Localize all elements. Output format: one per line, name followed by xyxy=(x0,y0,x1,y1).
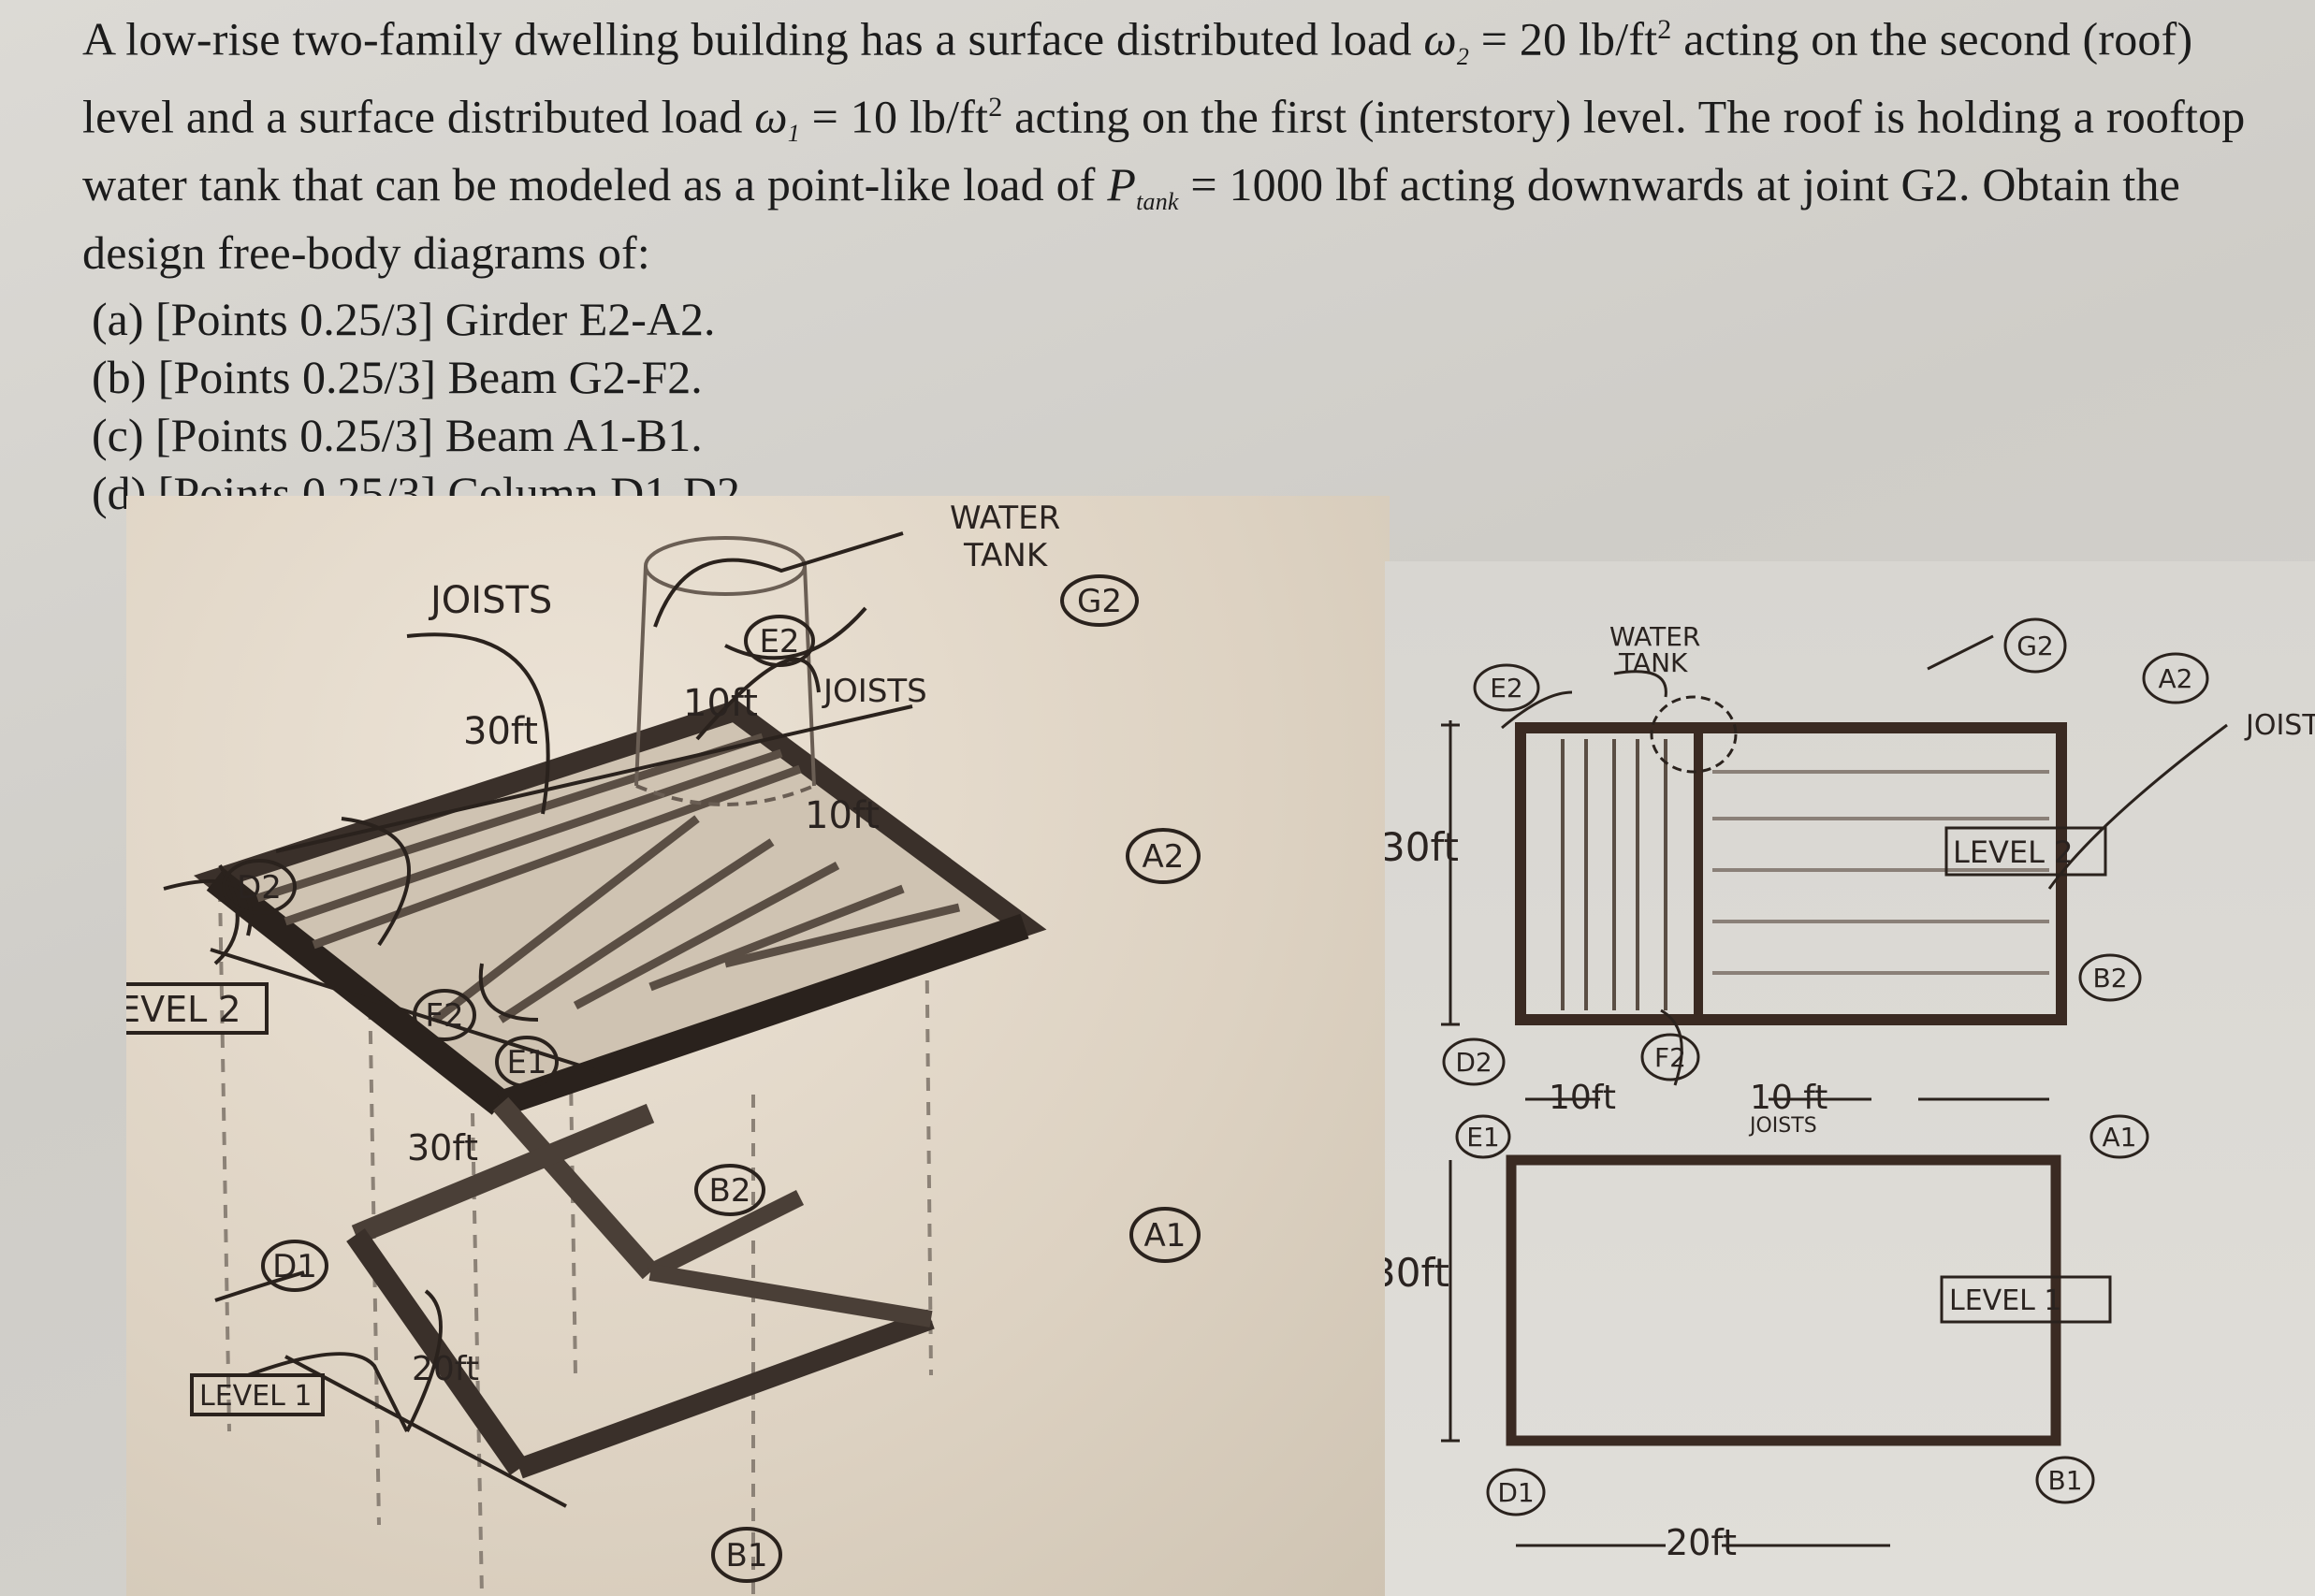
plan-node-a2: A2 xyxy=(2142,652,2209,704)
w2-subscript: 2 xyxy=(1456,42,1470,70)
plan-label-20ft: 20ft xyxy=(1666,1522,1737,1563)
plan-sketch: WATER TANK JOISTS JOISTS 30ft 30ft 10ft … xyxy=(1385,617,2315,1563)
svg-text:E1: E1 xyxy=(506,1044,546,1081)
w2-exponent: 2 xyxy=(1657,14,1672,45)
plan-node-d1: D1 xyxy=(1486,1468,1546,1516)
svg-text:A1: A1 xyxy=(2103,1122,2137,1153)
plan-label-tank: TANK xyxy=(1618,647,1688,678)
isometric-sketch: JOISTS 30ft 10ft WATER TANK JOISTS 10ft … xyxy=(126,500,1201,1596)
svg-text:D2: D2 xyxy=(1455,1047,1492,1078)
plan-node-d2: D2 xyxy=(1442,1037,1506,1086)
iso-label-30ft-mid: 30ft xyxy=(407,1127,478,1168)
iso-water-tank xyxy=(634,536,816,806)
intro-part-1: A low-rise two-family dwelling building … xyxy=(82,12,1424,65)
plan-dimensions xyxy=(1441,634,2228,1547)
svg-text:B2: B2 xyxy=(2092,963,2127,994)
plan-node-b2: B2 xyxy=(2078,953,2142,1002)
iso-node-a1: A1 xyxy=(1129,1207,1201,1263)
plan-node-e1: E1 xyxy=(1455,1114,1511,1159)
plan-joists-left xyxy=(1561,739,1667,1010)
svg-text:E2: E2 xyxy=(1490,673,1523,704)
svg-text:A2: A2 xyxy=(1143,838,1185,876)
iso-node-g2: G2 xyxy=(1060,574,1139,627)
w1-symbol: ω xyxy=(754,90,788,143)
plan-node-f2: F2 xyxy=(1640,1033,1700,1081)
intro-part-3: acting on the first (interstory) level. … xyxy=(82,90,2246,211)
iso-node-b2: B2 xyxy=(694,1164,765,1216)
iso-leaders xyxy=(163,531,913,1508)
plan-label-30ft-top: 30ft xyxy=(1385,824,1459,870)
iso-node-f2: F2 xyxy=(413,989,476,1041)
plan-joists-right xyxy=(1712,770,2049,975)
plan-level1-box: LEVEL 1 xyxy=(1940,1275,2112,1324)
svg-text:F2: F2 xyxy=(425,997,463,1035)
plan-label-level1: LEVEL 1 xyxy=(1949,1284,2061,1317)
svg-text:B2: B2 xyxy=(709,1172,751,1210)
plan-level1-frame xyxy=(1506,1154,2061,1446)
iso-label-tank: TANK xyxy=(963,537,1049,574)
plan-label-joists-bottom: JOISTS xyxy=(1748,1114,1817,1138)
isometric-sketch-photo: JOISTS 30ft 10ft WATER TANK JOISTS 10ft … xyxy=(126,496,1390,1596)
problem-intro: A low-rise two-family dwelling building … xyxy=(82,0,2263,283)
plan-level2-box: LEVEL 2 xyxy=(1944,826,2107,877)
iso-level1-box: LEVEL 1 xyxy=(190,1373,325,1416)
iso-node-a2: A2 xyxy=(1126,828,1201,884)
plan-water-tank xyxy=(1650,695,1738,774)
svg-text:F2: F2 xyxy=(1654,1042,1686,1073)
problem-statement: A low-rise two-family dwelling building … xyxy=(82,0,2263,522)
iso-label-water: WATER xyxy=(950,500,1060,537)
iso-node-d1: D1 xyxy=(261,1240,328,1292)
svg-text:B1: B1 xyxy=(2047,1465,2082,1496)
plan-label-water: WATER xyxy=(1609,621,1700,652)
iso-label-10ft-right: 10ft xyxy=(805,794,880,837)
iso-label-joists-top: JOISTS xyxy=(428,579,552,622)
w2-symbol: ω xyxy=(1423,12,1457,65)
svg-text:A2: A2 xyxy=(2159,663,2193,694)
w1-subscript: 1 xyxy=(787,120,800,148)
svg-text:D1: D1 xyxy=(1497,1477,1534,1508)
svg-text:B1: B1 xyxy=(726,1537,768,1574)
plan-label-10ft-left: 10ft xyxy=(1549,1079,1616,1117)
iso-node-d2: D2 xyxy=(222,859,297,915)
intro-part-2: acting on the second (roof) level and a … xyxy=(82,12,2193,143)
p-subscript: tank xyxy=(1136,188,1179,216)
w1-value: = 10 lb/ft xyxy=(799,90,989,143)
svg-text:G2: G2 xyxy=(1077,583,1122,620)
iso-node-e1: E1 xyxy=(495,1036,559,1088)
svg-text:D2: D2 xyxy=(237,869,282,907)
p-symbol: P xyxy=(1107,158,1137,211)
iso-label-level1: LEVEL 1 xyxy=(199,1380,312,1413)
iso-node-e2: E2 xyxy=(744,615,815,667)
question-parts: (a) [Points 0.25/3] Girder E2-A2. (b) [P… xyxy=(92,290,2263,522)
w1-exponent: 2 xyxy=(988,91,1003,123)
iso-label-20ft: 20ft xyxy=(412,1350,479,1388)
p-value: = 1000 lbf xyxy=(1178,158,1389,211)
plan-sketch-photo: WATER TANK JOISTS JOISTS 30ft 30ft 10ft … xyxy=(1385,561,2315,1596)
iso-level2-box: LEVEL 2 xyxy=(126,982,269,1035)
iso-label-level2: LEVEL 2 xyxy=(126,989,241,1030)
plan-label-10ft-right: 10 ft xyxy=(1750,1079,1827,1117)
plan-node-g2: G2 xyxy=(2003,617,2067,674)
intro-part-4: acting downwards at joint G2. Obtain the… xyxy=(82,158,2181,280)
iso-label-10ft-top: 10ft xyxy=(683,682,758,725)
iso-label-joists-right: JOISTS xyxy=(822,673,927,710)
iso-node-b1: B1 xyxy=(711,1527,782,1583)
plan-label-joists-right: JOISTS xyxy=(2244,709,2315,742)
svg-text:G2: G2 xyxy=(2017,631,2054,661)
svg-text:A1: A1 xyxy=(1144,1217,1187,1255)
question-part-c: (c) [Points 0.25/3] Beam A1-B1. xyxy=(92,409,703,462)
svg-text:E1: E1 xyxy=(1466,1122,1500,1153)
plan-node-b1: B1 xyxy=(2035,1456,2095,1504)
iso-level2-frame xyxy=(193,699,1047,1281)
w2-value: = 20 lb/ft xyxy=(1469,12,1658,65)
svg-text:D1: D1 xyxy=(272,1248,317,1285)
plan-node-e2: E2 xyxy=(1473,663,1540,712)
question-part-b: (b) [Points 0.25/3] Beam G2-F2. xyxy=(92,351,703,404)
iso-label-30ft-top: 30ft xyxy=(463,710,538,753)
svg-text:E2: E2 xyxy=(759,623,799,660)
plan-node-a1: A1 xyxy=(2089,1114,2149,1159)
plan-label-level2: LEVEL 2 xyxy=(1953,834,2074,870)
plan-label-30ft-bottom: 30ft xyxy=(1385,1250,1449,1296)
question-part-a: (a) [Points 0.25/3] Girder E2-A2. xyxy=(92,293,716,346)
